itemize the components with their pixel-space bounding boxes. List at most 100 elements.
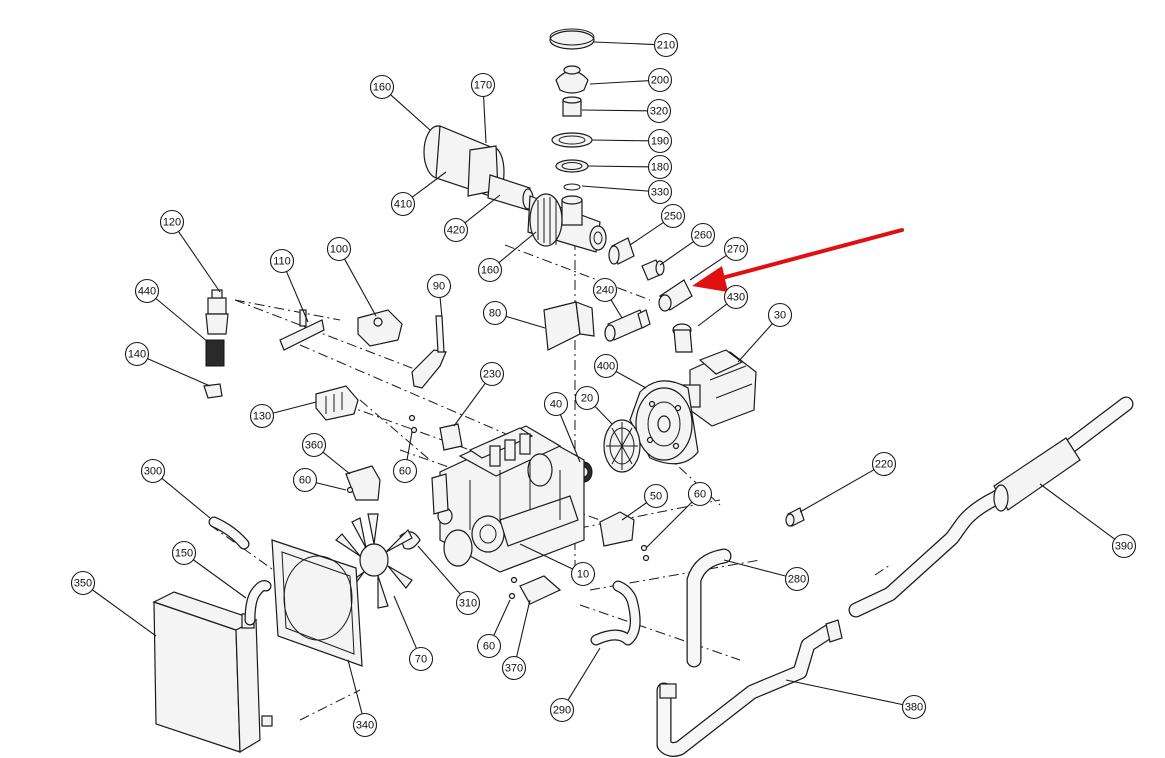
leader-line [155,297,209,343]
callout-390: 390 [1039,483,1137,559]
callout-number: 60 [299,475,311,487]
leader-line [498,231,537,264]
callout-circle [476,633,502,659]
callout-circle [660,203,686,229]
callout-circle [426,273,452,299]
callout-140: 140 [124,341,211,387]
callout-50: 50 [621,483,669,521]
leader-line [737,323,773,363]
leader-line [567,647,601,701]
callout-170: 170 [470,72,496,144]
callout-circle [901,694,927,720]
callout-number: 60 [399,466,411,478]
callout-number: 40 [550,399,562,411]
callout-number: 310 [459,598,477,610]
callout-number: 380 [905,702,923,714]
callout-410: 410 [390,171,447,217]
callout-number: 60 [483,641,495,653]
leader-line [519,543,573,570]
leader-line [322,451,351,475]
callout-320: 320 [581,98,672,124]
callout-number: 130 [253,411,271,423]
exhaust-system [656,396,1134,757]
callout-circle [687,481,713,507]
callout-120: 120 [159,209,221,293]
callout-20: 20 [574,385,613,425]
callout-circle [767,302,793,328]
callout-number: 240 [596,285,614,297]
callout-circle [292,467,318,493]
leader-line [1039,483,1116,540]
callout-circle [543,391,569,417]
callout-number: 220 [875,459,893,471]
leader-line [591,139,649,142]
air-filter-assembly [423,125,607,253]
callout-number: 10 [577,569,589,581]
callout-280: 280 [723,559,810,592]
leader-line [453,382,486,427]
callout-230: 230 [453,361,505,427]
fan-shroud [271,539,363,667]
leader-line [411,171,447,198]
callout-number: 60 [694,489,706,501]
callout-circle [392,458,418,484]
callout-60: 60 [645,481,713,549]
callout-240: 240 [592,277,623,319]
leader-line [147,358,211,387]
callout-430: 430 [697,284,749,327]
callout-number: 20 [581,393,593,405]
callout-number: 200 [651,75,669,87]
callout-110: 110 [269,248,309,323]
callout-440: 440 [134,278,209,343]
callout-number: 250 [664,211,682,223]
leader-line [505,315,546,329]
callout-circle [159,209,185,235]
leader-line [493,599,511,636]
callout-number: 30 [774,310,786,322]
callout-circle [1111,533,1137,559]
callout-30: 30 [737,302,793,363]
callout-330: 330 [581,179,673,205]
callout-circle [134,278,160,304]
leader-line [286,271,309,323]
callout-circle [723,236,749,262]
callout-circle [482,300,508,326]
callout-circle [647,128,673,154]
callout-circle [501,655,527,681]
callout-circle [570,561,596,587]
leader-line [629,221,664,246]
callout-circle [369,74,395,100]
leader-line [587,165,649,168]
red-indicator-arrow [692,228,904,292]
callout-circle [723,284,749,310]
callout-number: 170 [474,80,492,92]
leader-line [615,371,647,389]
leader-line [581,109,648,112]
callout-number: 150 [175,548,193,560]
callout-number: 370 [505,663,523,675]
leader-line [689,254,727,281]
callout-340: 340 [347,659,378,738]
callout-number: 50 [650,491,662,503]
callout-circle [408,646,434,672]
callout-310: 310 [417,545,481,616]
leader-line [316,482,347,491]
callout-200: 200 [589,67,673,93]
callout-circle [140,458,166,484]
leader-line [799,469,875,513]
leader-line [390,94,431,131]
callout-number: 190 [651,136,669,148]
callout-160: 160 [477,231,537,283]
leader-line [347,659,363,715]
callout-250: 250 [629,203,686,246]
callout-circle [171,540,197,566]
callout-210: 210 [593,32,679,58]
callout-number: 210 [657,40,675,52]
callout-260: 260 [659,222,716,266]
callout-number: 110 [273,256,291,268]
callout-circle [643,483,669,509]
callout-circle [124,341,150,367]
callout-number: 390 [1115,541,1133,553]
filter-cap-stack [549,28,595,191]
callout-400: 400 [593,353,647,389]
